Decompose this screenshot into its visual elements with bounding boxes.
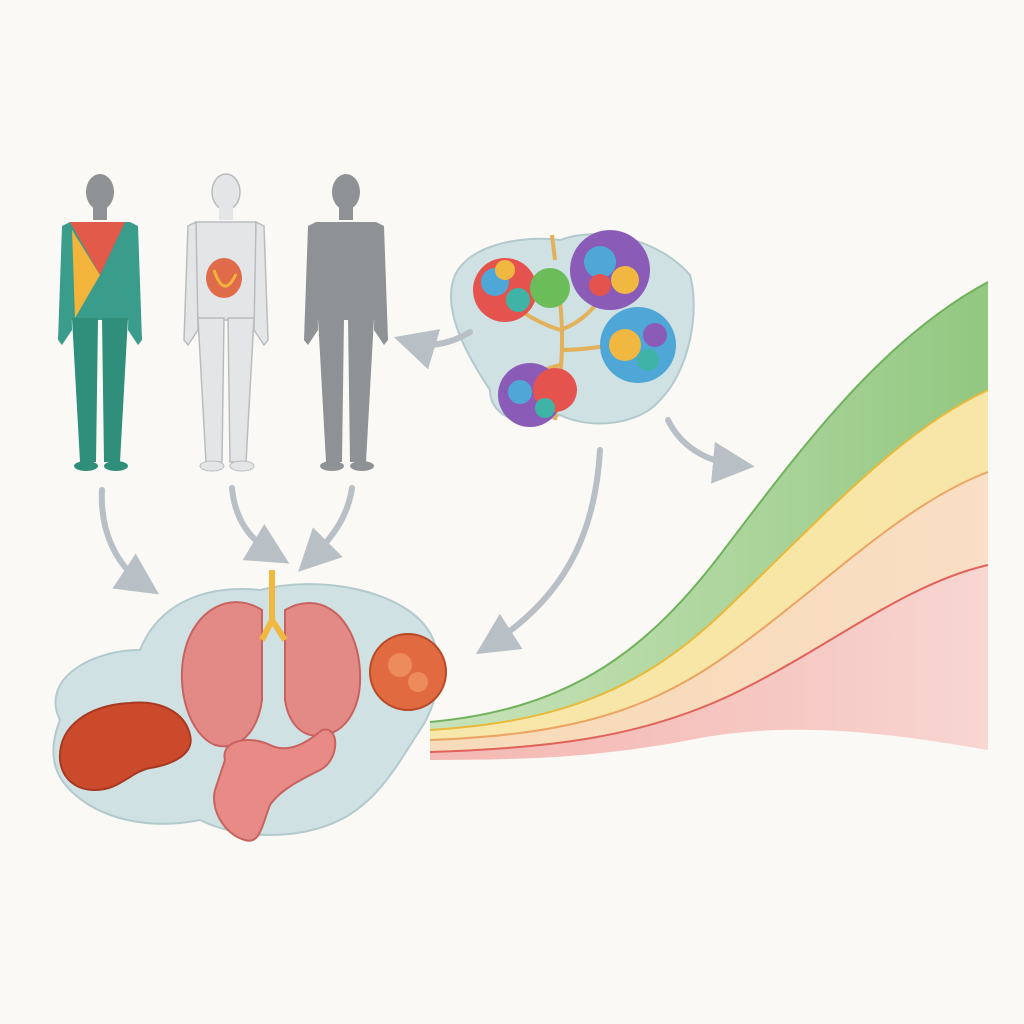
cluster-ball-2 (530, 268, 570, 308)
intestine (213, 728, 337, 842)
band-orange-edge (429, 471, 989, 741)
figure-organs-outline (183, 173, 269, 472)
lung-right (284, 602, 362, 737)
figure-colored-segments (58, 174, 142, 471)
arrow-figure3-to-organs (298, 485, 355, 572)
arrows-group (98, 329, 755, 655)
band-green (430, 282, 988, 730)
figure-grey (304, 174, 388, 471)
organs-node (52, 570, 447, 842)
band-yellow-edge (429, 389, 989, 731)
cluster-node (449, 230, 695, 427)
lung-left (180, 601, 263, 748)
arrow-cluster-to-organs (475, 447, 603, 655)
arrow-figure1-to-organs (98, 487, 159, 595)
bands-group (429, 281, 989, 760)
band-red-edge (429, 564, 989, 753)
arrow-figure2-to-organs (229, 485, 290, 564)
liver-organ (58, 701, 192, 792)
arrow-cluster-to-figures (393, 329, 473, 370)
band-green-edge (429, 281, 989, 723)
trachea (259, 570, 288, 642)
band-yellow (430, 390, 988, 740)
band-red (430, 565, 988, 760)
arrow-cluster-to-bands (665, 417, 755, 484)
mini-organs-icon (206, 258, 242, 298)
